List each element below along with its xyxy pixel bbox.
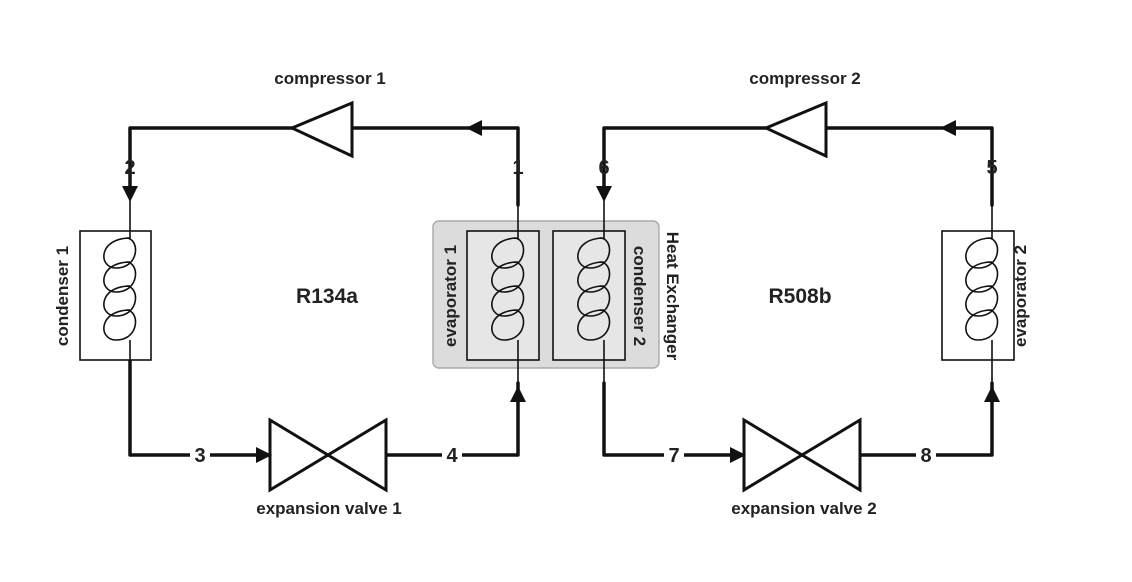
flow-arrow (256, 447, 272, 463)
expansion-valve-1-label: expansion valve 1 (256, 499, 402, 518)
condenser-2-symbol (552, 230, 626, 361)
condenser-1-symbol (79, 230, 152, 361)
evaporator-1-label: evaporator 1 (441, 245, 460, 347)
expansion-valve-2-label: expansion valve 2 (731, 499, 877, 518)
flow-arrow (510, 386, 526, 402)
compressor-2-label: compressor 2 (749, 69, 861, 88)
condenser-2-label: condenser 2 (630, 246, 649, 346)
label-bg (664, 444, 684, 466)
compressor-1-symbol (288, 100, 354, 159)
expansion-valve-1-symbol (268, 417, 388, 493)
flow-arrow (730, 447, 746, 463)
refrigerant-1-label: R134a (296, 285, 358, 308)
flow-arrow (940, 120, 956, 136)
label-bg (916, 444, 936, 466)
heat-exchanger-label: Heat Exchanger (663, 232, 682, 361)
point-5-label: 5 (986, 157, 997, 179)
label-bg (190, 444, 210, 466)
expansion-valve-2-symbol (742, 417, 862, 493)
flow-arrow (466, 120, 482, 136)
evaporator-2-label: evaporator 2 (1011, 245, 1030, 347)
condenser-2-coil (577, 197, 611, 383)
point-2-label: 2 (124, 157, 135, 179)
point-6-label: 6 (598, 157, 609, 179)
label-bg (442, 444, 462, 466)
flow-arrow (596, 186, 612, 202)
flow-arrow (122, 186, 138, 202)
point-3-label: 3 (194, 445, 205, 467)
compressor-1-label: compressor 1 (274, 69, 386, 88)
condenser-1-label: condenser 1 (53, 246, 72, 346)
compressor-2-symbol (762, 100, 828, 159)
point-8-label: 8 (920, 445, 931, 467)
refrigerant-2-label: R508b (768, 285, 831, 308)
evaporator-1-symbol (466, 230, 540, 361)
point-7-label: 7 (668, 445, 679, 467)
evaporator-2-coil (965, 205, 999, 383)
condenser-1-coil (103, 197, 137, 360)
evaporator-2-symbol (941, 230, 1015, 361)
point-4-label: 4 (446, 445, 458, 467)
point-1-label: 1 (512, 157, 523, 179)
evaporator-1-coil (491, 205, 525, 383)
flow-arrow (984, 386, 1000, 402)
line-3-to-4 (128, 358, 520, 457)
